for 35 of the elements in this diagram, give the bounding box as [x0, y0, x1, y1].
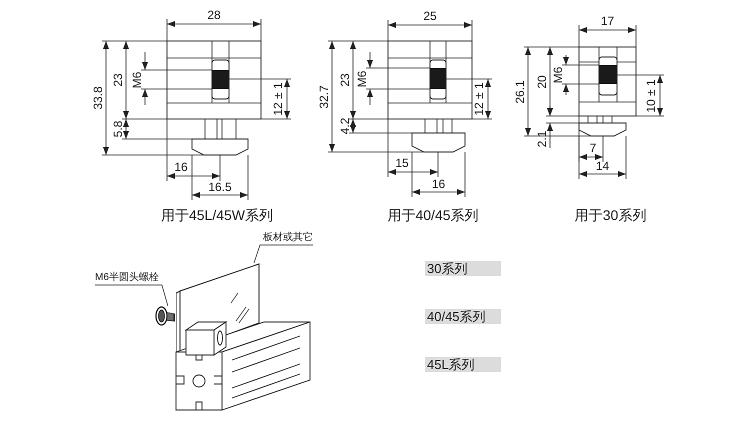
dimension-value: 25	[423, 10, 437, 22]
dimension-value: 15	[395, 157, 409, 169]
dimension-value: 23	[112, 73, 124, 87]
caption: 用于30系列	[574, 208, 646, 222]
bolt-icon	[155, 306, 175, 326]
series-heading: 45L系列	[425, 357, 501, 372]
dimension-value: 20	[536, 74, 548, 88]
dimension-value: M6	[131, 71, 143, 88]
dimension-value: 32.7	[318, 84, 330, 108]
dimension-value: 33.8	[92, 86, 104, 110]
dimension-value: 16.5	[208, 181, 232, 193]
dimension-value: 16	[432, 178, 446, 190]
leader-line	[94, 284, 168, 306]
dimension-value: 10 ± 1	[645, 78, 657, 112]
dimension-value: M6	[552, 66, 564, 83]
dimension-value: 16	[174, 161, 188, 173]
dimension-value: 26.1	[514, 80, 526, 104]
dimension-value: 23	[339, 73, 351, 87]
dimension-value: 7	[590, 142, 596, 154]
series-heading: 30系列	[425, 261, 501, 276]
callout-text: 板材或其它	[263, 233, 313, 243]
dimension-value: M6	[356, 70, 368, 87]
dimension-value: 28	[207, 9, 221, 21]
callout-text: M6半圆头螺栓	[95, 273, 159, 283]
dimension-value: 12 ± 1	[272, 82, 284, 116]
dimension-value: 12 ± 1	[473, 82, 485, 116]
dimension-value: 5.8	[112, 120, 124, 138]
caption: 用于45L/45W系列	[160, 208, 274, 222]
series-heading: 40/45系列	[425, 309, 501, 324]
leader-line	[254, 244, 314, 264]
dimension-value: 14	[596, 160, 610, 172]
dimension-value: 17	[600, 15, 614, 27]
dimension-value: 4.2	[339, 118, 351, 134]
caption: 用于40/45系列	[387, 208, 479, 222]
dimension-value: 2.1	[536, 130, 548, 148]
